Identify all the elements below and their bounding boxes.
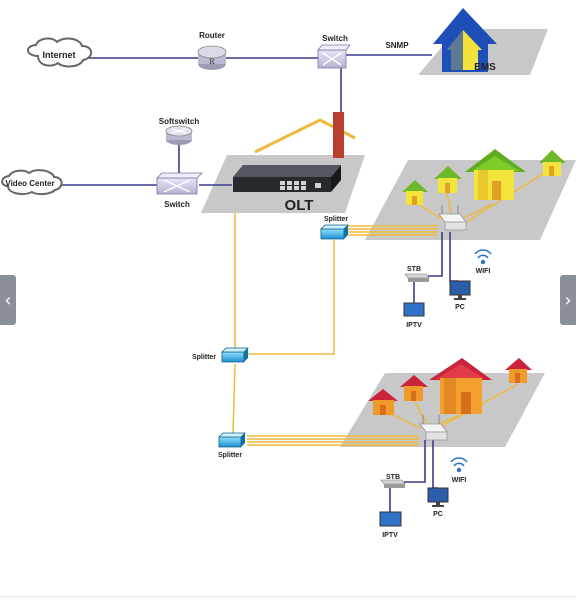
link-onu2-pc: [432, 440, 438, 489]
iptv-2-label: IPTV: [382, 532, 398, 539]
house-icon: [429, 358, 492, 414]
switch-icon: [156, 172, 203, 195]
house-icon: [434, 166, 462, 193]
olt-label: OLT: [285, 197, 314, 214]
switch-top-label: Switch: [322, 34, 348, 43]
divider: [0, 596, 576, 597]
house-icon: [505, 358, 532, 383]
pc-icon: [427, 487, 449, 507]
splitter-1-label: Splitter: [324, 216, 348, 223]
tv-icon: [379, 511, 402, 527]
link-onu1-stb: [428, 232, 443, 277]
router-label: Router: [199, 31, 225, 40]
pc-icon: [449, 280, 471, 300]
splitter-3-label: Splitter: [218, 452, 242, 459]
house-icon: [402, 180, 428, 205]
internet-label: Internet: [42, 50, 75, 60]
video-center-label: Video Center: [5, 179, 54, 188]
house-icon: [465, 149, 526, 200]
router-mark: R: [209, 57, 215, 66]
olt-chimney: [333, 112, 344, 158]
house-icon: [368, 389, 398, 415]
link-onu2-stb: [404, 440, 426, 483]
tv-icon: [403, 302, 425, 317]
cloud-icon: [1, 169, 63, 196]
stb-2-label: STB: [386, 474, 400, 481]
pc-2-label: PC: [433, 511, 443, 518]
wifi-1-label: WIFI: [476, 268, 491, 275]
snmp-label: SNMP: [385, 41, 409, 50]
onu-icon: [438, 205, 467, 231]
splitter-2-label: Splitter: [192, 354, 216, 361]
softswitch-label: Softswitch: [159, 117, 200, 126]
house-icon: [400, 375, 428, 401]
onu-icon: [419, 415, 448, 441]
ems-icon: [433, 8, 497, 72]
wifi-2-label: WIFI: [452, 477, 467, 484]
softswitch-icon: [165, 125, 193, 145]
ems-label: EMS: [474, 62, 496, 73]
stb-icon: [404, 273, 430, 282]
wifi-icon: [450, 457, 468, 473]
carousel-prev-button[interactable]: ‹: [0, 275, 16, 325]
splitter-icon: [320, 224, 349, 240]
carousel-next-button[interactable]: ›: [560, 275, 576, 325]
stb-icon: [380, 479, 406, 488]
splitter-icon: [221, 347, 249, 363]
fiber-splitter2-splitter1: [247, 240, 335, 355]
switch-icon: [317, 44, 351, 69]
splitter-icon: [218, 432, 246, 448]
router-icon: [197, 45, 227, 70]
fiber-splitter2-splitter3: [232, 363, 236, 434]
chevron-left-icon: ‹: [4, 289, 12, 311]
platform-neighborhood-1: [365, 160, 576, 240]
wifi-icon: [474, 249, 492, 265]
iptv-1-label: IPTV: [406, 322, 422, 329]
pc-1-label: PC: [455, 304, 465, 311]
cloud-icon: [27, 37, 93, 68]
stb-1-label: STB: [407, 266, 421, 273]
olt-device-icon: [233, 165, 341, 192]
chevron-right-icon: ›: [564, 289, 572, 311]
switch-mid-label: Switch: [164, 200, 190, 209]
house-icon: [539, 150, 566, 176]
